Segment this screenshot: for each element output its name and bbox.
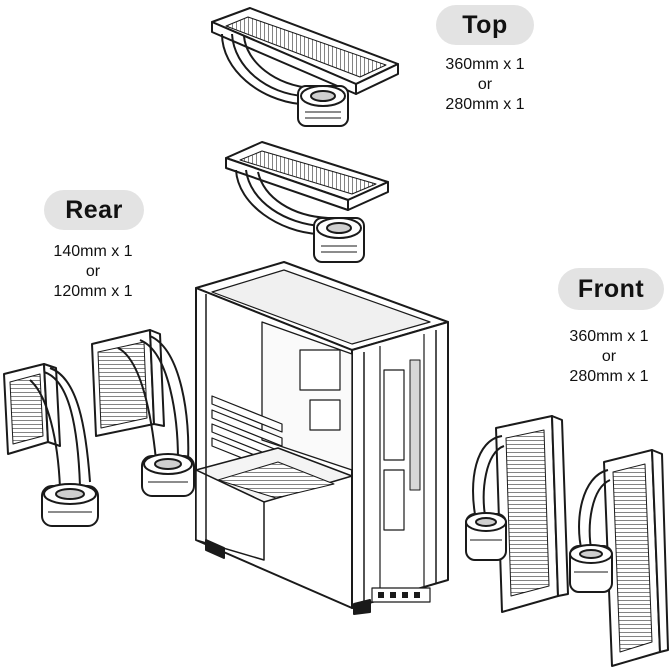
front-spec-line1: 360mm x 1 (569, 328, 649, 345)
front-title: Front (558, 268, 664, 310)
top-pump-360 (297, 85, 349, 127)
rear-radiator-140 (3, 363, 61, 455)
front-pump-360 (569, 544, 613, 593)
top-pump-280 (313, 217, 365, 263)
top-radiator-360-tubes (221, 33, 313, 105)
rear-radiator-140-tubes (29, 367, 91, 489)
rear-spec-or: or (85, 263, 101, 280)
front-spec: 360mm x 1 or 280mm x 1 (548, 327, 670, 387)
rear-spec-line2: 120mm x 1 (53, 283, 133, 300)
top-spec-line1: 360mm x 1 (445, 56, 525, 73)
rear-radiator-120-tubes (117, 335, 190, 461)
rear-spec: 140mm x 1 or 120mm x 1 (28, 242, 158, 302)
top-spec-or: or (477, 76, 493, 93)
front-radiator-280 (495, 415, 569, 613)
front-spec-line2: 280mm x 1 (569, 368, 649, 385)
top-spec-line2: 280mm x 1 (445, 96, 525, 113)
front-pump-280 (465, 512, 507, 561)
rear-pump-120 (141, 453, 195, 497)
rear-title: Rear (44, 190, 144, 230)
top-radiator-360 (211, 7, 399, 95)
top-radiator-280 (225, 141, 389, 211)
top-spec: 360mm x 1 or 280mm x 1 (420, 55, 550, 115)
front-spec-or: or (601, 348, 617, 365)
top-radiator-280-tubes (235, 169, 329, 235)
rear-spec-line1: 140mm x 1 (53, 243, 133, 260)
rear-pump-140 (41, 483, 99, 527)
front-radiator-360 (603, 449, 669, 667)
top-title: Top (436, 5, 534, 45)
rear-radiator-120 (91, 329, 165, 437)
pc-case (195, 261, 449, 615)
